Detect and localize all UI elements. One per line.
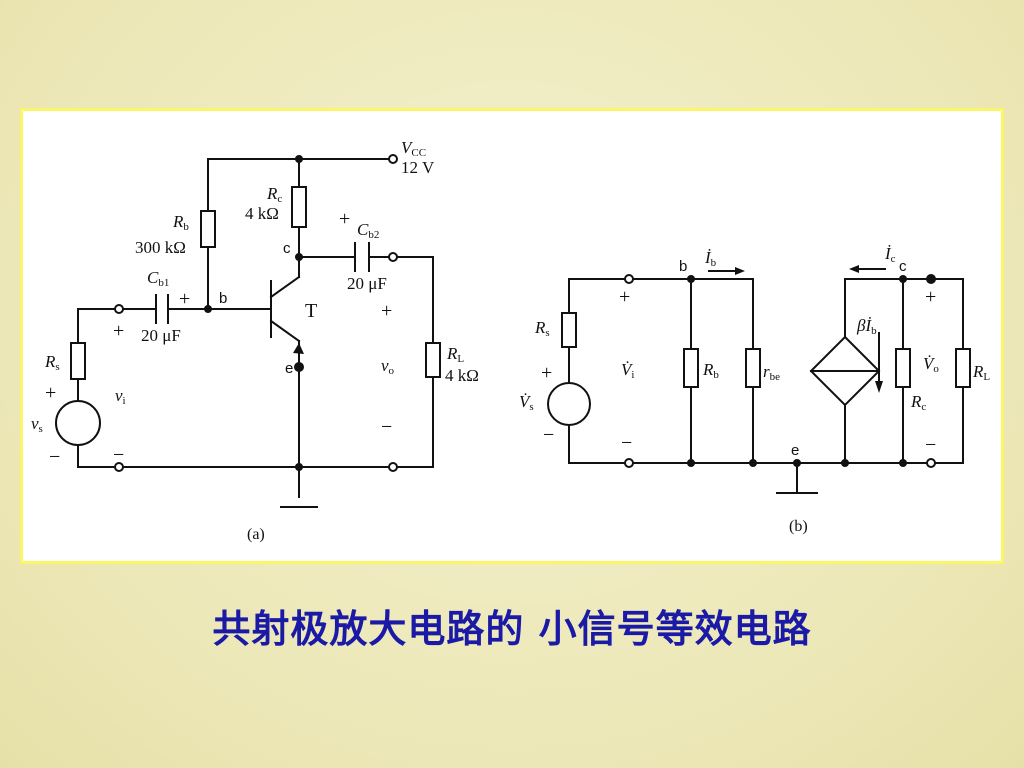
rc-resistor-b — [895, 348, 911, 388]
cb2-value: 20 μF — [347, 274, 387, 293]
rbe-label-b: rbe — [763, 362, 780, 383]
rb-label-a: Rb — [172, 212, 189, 233]
vs-source-b — [547, 382, 591, 426]
circuit-b-wires — [568, 278, 964, 494]
node-e-a: e — [285, 360, 293, 377]
cb2-plus: + — [339, 208, 350, 230]
vcc-terminal — [388, 154, 398, 164]
beta-arrowhead — [875, 381, 883, 393]
rl-resistor-b — [955, 348, 971, 388]
junction-dot — [841, 459, 849, 467]
rs-resistor-a — [70, 342, 86, 380]
rc-resistor-a — [291, 186, 307, 228]
node-c-a: c — [283, 240, 291, 257]
junction-dot — [295, 155, 303, 163]
vi-terminal-top — [114, 304, 124, 314]
emitter-arrow — [293, 343, 304, 354]
rl-label-a: RL — [446, 344, 464, 365]
transistor-label: T — [305, 300, 317, 322]
vo-terminal-bottom-b — [926, 458, 936, 468]
vo-plus-b: + — [925, 286, 936, 308]
junction-dot — [295, 463, 303, 471]
vo-label-b: V̇o — [923, 354, 939, 375]
vo-terminal-bottom — [388, 462, 398, 472]
vi-minus-b: − — [621, 432, 632, 454]
rl-resistor-a — [425, 342, 441, 378]
circuit-a-wires — [77, 158, 434, 508]
label-a: (a) — [247, 526, 265, 543]
vs-minus-b: − — [543, 424, 554, 446]
junction-dot — [926, 274, 936, 284]
vi-plus-b: + — [619, 286, 630, 308]
vs-label-a: vs — [31, 414, 43, 435]
ic-arrowhead — [849, 265, 859, 273]
vo-terminal-top — [388, 252, 398, 262]
junction-dot — [793, 459, 801, 467]
junction-dot — [687, 459, 695, 467]
junction-dot — [204, 305, 212, 313]
cb2-label: Cb2 — [357, 220, 379, 241]
figure-frame: VCC 12 V Rc 4 kΩ Rb 300 kΩ + Cb2 20 μF C… — [20, 108, 1004, 564]
cb1-label: Cb1 — [147, 268, 169, 289]
vi-terminal-top-b — [624, 274, 634, 284]
vs-source-a — [55, 400, 101, 446]
vi-terminal-bottom — [114, 462, 124, 472]
vcc-value: 12 V — [401, 158, 435, 177]
vs-plus-b: + — [541, 362, 552, 384]
rc-label-b: Rc — [910, 392, 926, 413]
circuit-figure: VCC 12 V Rc 4 kΩ Rb 300 kΩ + Cb2 20 μF C… — [31, 138, 990, 543]
rl-label-b: RL — [972, 362, 990, 383]
vi-terminal-bottom-b — [624, 458, 634, 468]
junction-dot — [899, 275, 907, 283]
node-e-b: e — [791, 442, 799, 459]
cb1-value: 20 μF — [141, 326, 181, 345]
vs-label-b: V̇s — [519, 392, 534, 413]
vcc-label: VCC — [401, 138, 426, 159]
vo-minus-b: − — [925, 434, 936, 456]
rb-resistor-a — [200, 210, 216, 248]
rs-resistor-b — [561, 312, 577, 348]
rc-value-a: 4 kΩ — [245, 204, 279, 223]
beta-source-label: βİb — [856, 316, 877, 337]
rs-label-a: Rs — [44, 352, 60, 373]
ib-label: İb — [704, 248, 717, 269]
junction-dot — [899, 459, 907, 467]
vo-minus-a: − — [381, 416, 392, 438]
vi-minus-a: − — [113, 444, 124, 466]
junction-dot — [294, 362, 304, 372]
vs-plus-a: + — [45, 382, 56, 404]
cb1-plus: + — [179, 288, 190, 310]
junction-dot — [749, 459, 757, 467]
junction-dot — [687, 275, 695, 283]
ic-label: İc — [884, 244, 896, 265]
rc-label-a: Rc — [266, 184, 282, 205]
rbe-resistor-b — [745, 348, 761, 388]
junction-dot — [295, 253, 303, 261]
ib-arrowhead — [735, 267, 745, 275]
vi-label-b: V̇i — [621, 360, 634, 381]
rb-label-b: Rb — [702, 360, 719, 381]
label-b: (b) — [789, 518, 808, 535]
rb-resistor-b — [683, 348, 699, 388]
vs-minus-a: − — [49, 446, 60, 468]
vo-label-a: vo — [381, 356, 395, 377]
rs-label-b: Rs — [534, 318, 550, 339]
slide-caption: 共射极放大电路的 小信号等效电路 — [212, 607, 812, 651]
vi-label-a: vi — [115, 386, 126, 407]
vi-plus-a: + — [113, 320, 124, 342]
rl-value-a: 4 kΩ — [445, 366, 479, 385]
node-c-b: c — [899, 258, 907, 275]
rb-value-a: 300 kΩ — [135, 238, 186, 257]
node-b-b: b — [679, 258, 687, 275]
vo-plus-a: + — [381, 300, 392, 322]
node-b-a: b — [219, 290, 227, 307]
